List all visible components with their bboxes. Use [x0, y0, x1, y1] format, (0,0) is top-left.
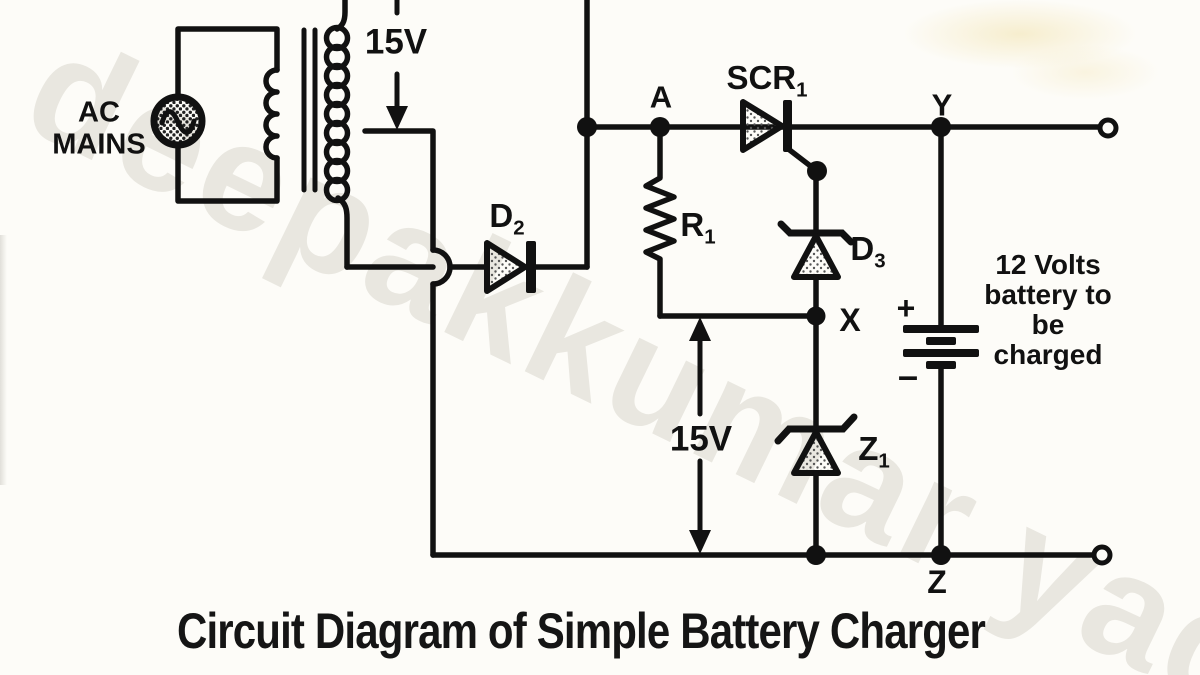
- junction-dots: [577, 117, 951, 565]
- ac-sine-icon: [159, 109, 197, 135]
- output-terminal-top: [1097, 117, 1119, 139]
- paper-stain-2: [1010, 45, 1160, 100]
- scr1-label: SCR1: [726, 58, 808, 102]
- battery-minus-label: –: [897, 355, 919, 396]
- top-voltage-label: 15V: [364, 22, 428, 62]
- ac-label: AC: [78, 96, 120, 129]
- node-x-label: X: [839, 302, 861, 338]
- battery-note-line: 12 Volts: [995, 249, 1101, 280]
- tap-voltage-arrow: [386, 0, 408, 130]
- battery-note-line: charged: [993, 339, 1103, 370]
- z1-symbol: [774, 313, 858, 558]
- transformer-core: [301, 27, 318, 193]
- scan-edge-artifact: [0, 235, 7, 485]
- measure-voltage-arrow: [689, 317, 711, 554]
- node-y-label: Y: [931, 87, 953, 123]
- battery-plus-label: +: [896, 290, 916, 326]
- battery-note-line: be: [1031, 309, 1065, 340]
- d3-label: D3: [850, 229, 886, 273]
- r1-label: R1: [680, 205, 716, 249]
- paper-stain: [905, 0, 1135, 68]
- output-terminal-bottom: [1091, 544, 1113, 566]
- mains-label: MAINS: [52, 128, 146, 161]
- scr1-symbol: [740, 99, 820, 174]
- battery-note-line: battery to: [984, 279, 1112, 310]
- d2-label: D2: [489, 196, 525, 240]
- transformer-symbol: [263, 0, 351, 270]
- ac-source-symbol: [150, 93, 206, 149]
- z1-label: Z1: [858, 429, 890, 473]
- battery-symbol: [903, 124, 979, 558]
- battery-note: 12 Volts battery to be charged: [984, 250, 1112, 370]
- node-z-label: Z: [927, 564, 947, 600]
- d2-symbol: [484, 240, 590, 294]
- node-a-label: A: [649, 79, 673, 115]
- page-title: Circuit Diagram of Simple Battery Charge…: [176, 603, 986, 659]
- secondary-coil: [323, 0, 351, 270]
- d3-symbol: [777, 168, 855, 319]
- tap-to-bottom-wire: [362, 128, 453, 558]
- r1-symbol: [643, 124, 819, 319]
- primary-loop-wires: [175, 26, 280, 204]
- primary-coil: [263, 67, 280, 161]
- bottom-voltage-label: 15V: [669, 419, 733, 459]
